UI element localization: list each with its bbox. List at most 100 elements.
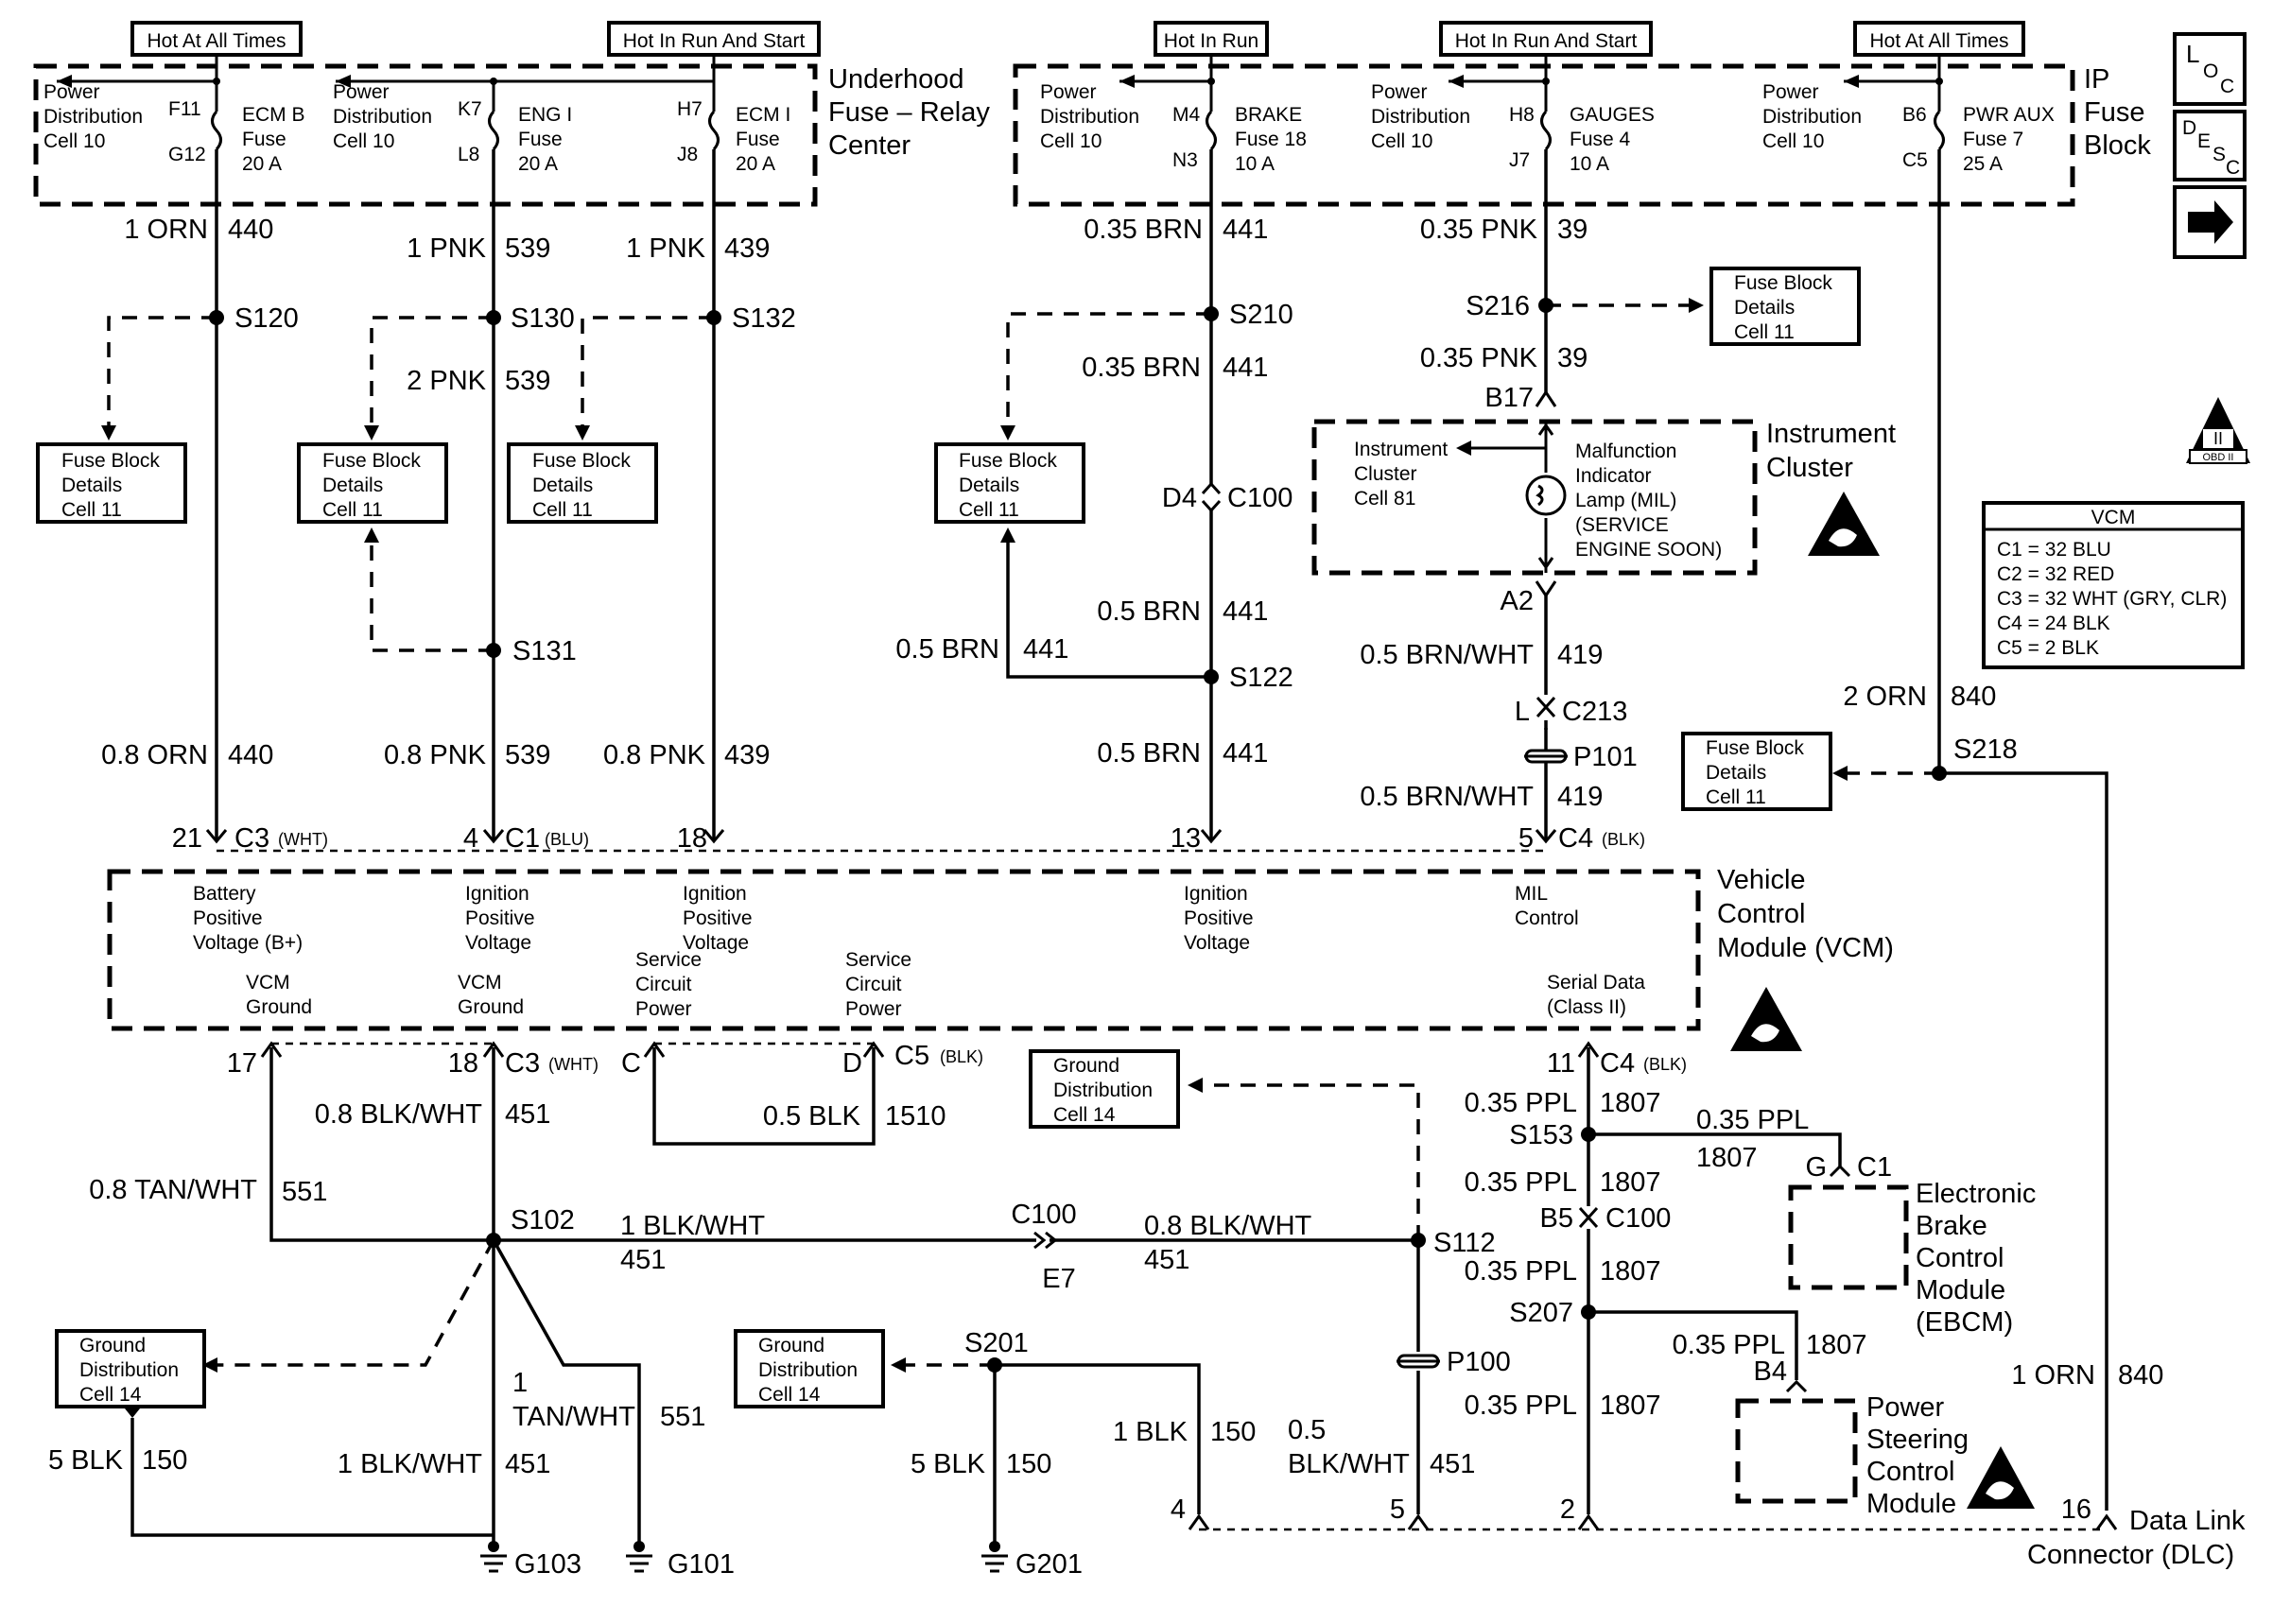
conn-ebcm-symbol xyxy=(1829,1164,1851,1178)
vcm-top-conn-c1: C1 xyxy=(505,823,540,854)
vcm-bottom-pin-11: 11 xyxy=(1547,1048,1575,1079)
ip-pd-ref-1-line1: Power xyxy=(1040,81,1097,103)
splice-s102-dot xyxy=(486,1233,501,1248)
fuse-ecmi-rating: 20 A xyxy=(736,153,775,175)
vehicle-control-module: Vehicle Control Module (VCM) Battery Pos… xyxy=(107,865,1894,1051)
w451a-num: 451 xyxy=(505,1099,550,1130)
s131-arrow xyxy=(364,527,379,543)
fuse-block-ref-4: Fuse Block Details Cell 11 xyxy=(934,442,1085,524)
dlc-pin-5: 5 xyxy=(1390,1494,1405,1525)
fuse-engi-top-pin: K7 xyxy=(458,98,482,120)
s130-arrow-left xyxy=(364,425,379,441)
fuse-pwraux-symbol xyxy=(1934,110,1945,151)
w150a-gauge: 5 BLK xyxy=(48,1445,124,1476)
conn-c100c: C100 xyxy=(1605,1203,1671,1234)
fuse-engi-type: Fuse xyxy=(518,129,563,150)
ground-g103-label: G103 xyxy=(514,1549,581,1580)
power-source-headers: Hot At All Times Hot In Run And Start Ho… xyxy=(130,21,2025,57)
bus-node-1 xyxy=(213,78,220,85)
fuse-pwraux-type: Fuse 7 xyxy=(1963,129,2023,150)
vcm-title-line-1: Vehicle xyxy=(1717,865,1806,895)
vcm-gnd2-line-1: VCM xyxy=(458,972,502,993)
esd-warning-icon-3 xyxy=(1967,1446,2035,1509)
vcm-outline xyxy=(107,869,1701,1031)
pscm-title-line-2: Steering xyxy=(1866,1425,1969,1455)
ic-title-line-1: Instrument xyxy=(1766,419,1896,449)
fuse-ecmb-name: ECM B xyxy=(242,104,305,126)
fuse-engi-rating: 20 A xyxy=(518,153,558,175)
loc-icon[interactable]: L O C xyxy=(2173,32,2247,106)
lower-connectors: C100 E7 P100 B5 C100 G C1 B4 xyxy=(1011,1152,1892,1393)
ground-ref-1-line3: Cell 14 xyxy=(1053,1104,1116,1126)
w1807b-gauge: 0.35 PPL xyxy=(1696,1105,1809,1135)
vcm-gnd2-line-2: Ground xyxy=(458,996,524,1018)
pd-ref-2-line2: Distribution xyxy=(333,106,432,128)
w441a-num: 441 xyxy=(1223,215,1268,245)
next-arrow-icon[interactable] xyxy=(2173,185,2247,259)
vcm-ign1-line-2: Positive xyxy=(465,907,535,929)
dlc-pin-2-symbol xyxy=(1577,1513,1600,1530)
pd-ref-2-line3: Cell 10 xyxy=(333,130,394,152)
fuse-block-ref-5-line2: Details xyxy=(1734,297,1795,319)
vcm-title-line-3: Module (VCM) xyxy=(1717,933,1894,963)
w39a-gauge: 0.35 PNK xyxy=(1420,215,1538,245)
fuse-block-ref-3-line3: Cell 11 xyxy=(532,499,593,521)
s132-arrow xyxy=(575,425,590,441)
w441b-gauge: 0.35 BRN xyxy=(1082,353,1201,383)
conn-b17: B17 xyxy=(1484,383,1534,413)
ground-ref-2-line3: Cell 14 xyxy=(79,1384,142,1406)
pin-18b-symbol xyxy=(482,1041,505,1058)
lower-splices: S102 S112 S201 S153 S207 xyxy=(486,1120,1596,1373)
vcm-ign1-line-1: Ignition xyxy=(465,883,529,905)
hot-at-all-times-header: Hot At All Times xyxy=(147,30,286,52)
esd-warning-icon-2 xyxy=(1730,987,1802,1051)
w419b-num: 419 xyxy=(1557,782,1603,812)
conn-b5: B5 xyxy=(1540,1203,1573,1234)
bus-node-2 xyxy=(490,78,497,85)
vcm-top-pin-13: 13 xyxy=(1171,823,1201,854)
fuse-pwraux-name: PWR AUX xyxy=(1963,104,2055,126)
hot-in-run-and-start-header-2-box xyxy=(1439,21,1653,57)
vcm-serial-line-2: (Class II) xyxy=(1547,996,1626,1018)
s112-ground-ref-dash xyxy=(1199,1083,1420,1240)
w150a-num: 150 xyxy=(142,1445,187,1476)
s201-ground-ref-arrow xyxy=(891,1357,906,1373)
ground-ref-2: Ground Distribution Cell 14 xyxy=(55,1329,206,1408)
fuse-block-ref-3-line1: Fuse Block xyxy=(532,450,631,472)
w440a-num: 440 xyxy=(228,215,273,245)
w551b-num: 551 xyxy=(660,1402,705,1432)
ip-bus-node-1 xyxy=(1207,78,1215,85)
wire-551-to-g101 xyxy=(492,1239,641,1543)
wire-150-to-dlc-4 xyxy=(995,1363,1201,1514)
w551b-gauge-2: TAN/WHT xyxy=(512,1402,635,1432)
fuse-ecmi-type: Fuse xyxy=(736,129,780,150)
loc-icon-c: C xyxy=(2220,76,2234,97)
w551b-gauge-1: 1 xyxy=(512,1368,528,1398)
wire-150-to-g103 xyxy=(130,1418,494,1537)
splice-s132-dot xyxy=(706,310,721,325)
s120-arrow xyxy=(101,425,116,441)
hot-in-run-header: Hot In Run xyxy=(1164,30,1258,52)
ip-fuse-box-outline xyxy=(1013,63,2075,207)
vcm-top-conn-c4: C4 xyxy=(1558,823,1593,854)
vcm-bottom-conn-c4-color: (BLK) xyxy=(1643,1055,1687,1074)
w451a-gauge: 0.8 BLK/WHT xyxy=(315,1099,483,1130)
ground-ref-1-line2: Distribution xyxy=(1053,1080,1153,1101)
desc-icon[interactable]: D E S C xyxy=(2173,110,2247,181)
vcm-svc1-line-2: Circuit xyxy=(635,974,692,995)
vcm-bottom-conn-c5-color: (BLK) xyxy=(940,1047,983,1066)
w451e-gauge-1: 0.5 xyxy=(1288,1415,1326,1445)
fuse-gauges-rating: 10 A xyxy=(1570,153,1609,175)
splice-s153-dot xyxy=(1581,1127,1596,1142)
vcm-bottom-pin-c: C xyxy=(621,1048,641,1079)
splice-s218-label: S218 xyxy=(1953,734,2018,765)
pin-13-symbol xyxy=(1200,829,1223,844)
pd-ref-1-line1: Power xyxy=(43,81,100,103)
splice-s207-dot xyxy=(1581,1304,1596,1320)
ic-ref-line-3: Cell 81 xyxy=(1354,488,1415,510)
fuse-block-ref-5: Fuse Block Details Cell 11 xyxy=(1709,267,1861,346)
desc-icon-s: S xyxy=(2212,144,2226,165)
vcm-bottom-conn-c3-color: (WHT) xyxy=(548,1055,599,1074)
ip-pd-ref-1-line2: Distribution xyxy=(1040,106,1139,128)
w840b-num: 840 xyxy=(2118,1360,2163,1391)
